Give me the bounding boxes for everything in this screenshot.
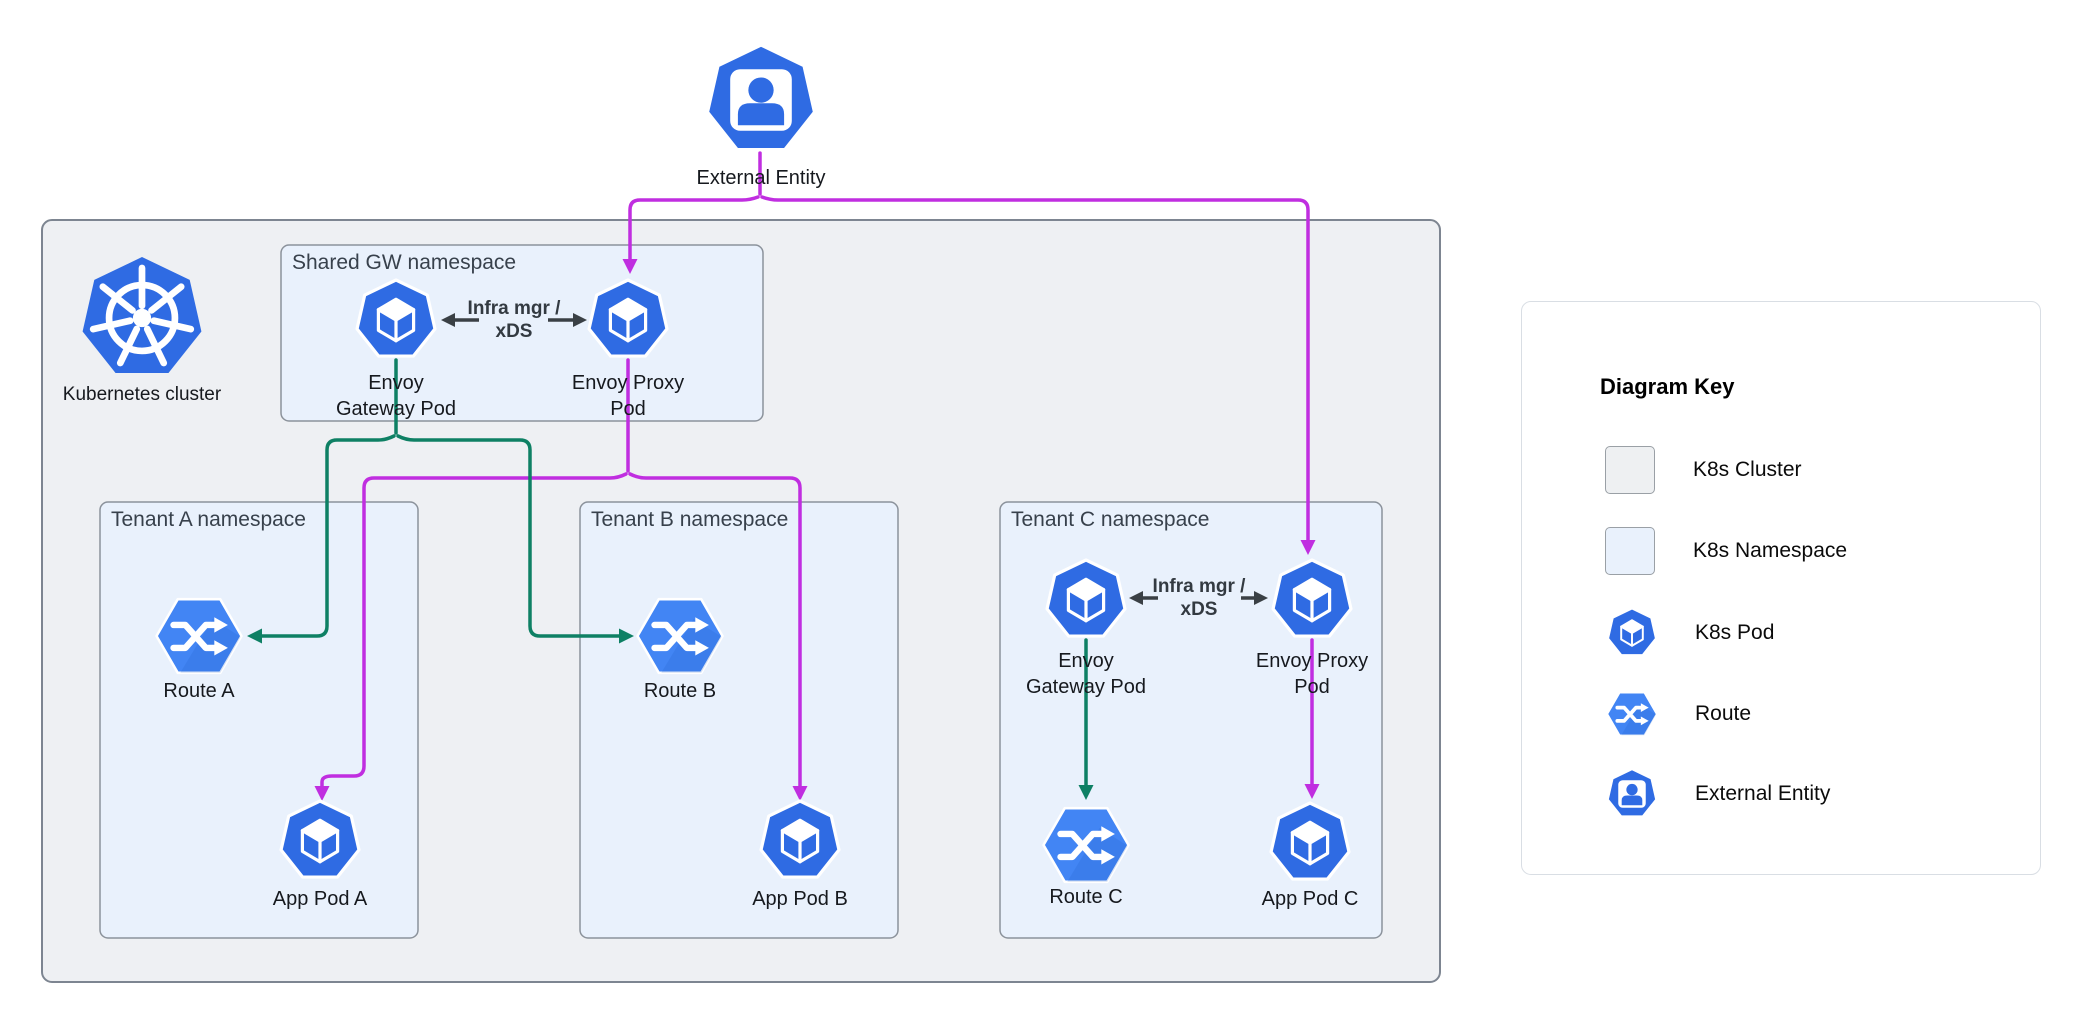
tenant-b-namespace-box: [579, 501, 899, 939]
diagram-key-title: Diagram Key: [1600, 374, 1735, 399]
envoy-gateway-pod-tenant-c-label-line1: Envoy: [1058, 650, 1114, 672]
key-label-k8s-pod: K8s Pod: [1695, 621, 1775, 644]
shared-infra-label-line2: xDS: [496, 321, 533, 342]
route-c-label: Route C: [1049, 886, 1122, 908]
envoy-proxy-pod-shared-icon: [589, 280, 667, 356]
envoy-proxy-pod-tenant-c-label-line2: Pod: [1294, 676, 1330, 698]
arrowhead-to-app-pod-c: [1304, 784, 1320, 799]
app-pod-b-icon: [761, 801, 839, 877]
infra-arrowheads: [441, 313, 1268, 605]
arrowhead-to-route-b: [619, 628, 634, 644]
traffic-edges: [320, 151, 1314, 788]
arrowhead-to-tenant-c-proxy: [1300, 540, 1316, 555]
tenant-c-infra-label-line2: xDS: [1181, 599, 1218, 620]
edge-external-to-shared-proxy: [628, 195, 760, 261]
envoy-proxy-pod-tenant-c-icon: [1273, 560, 1351, 636]
infra-arrows: [455, 318, 1254, 600]
key-label-route: Route: [1695, 702, 1752, 725]
route-icon: [1605, 690, 1659, 738]
shared-infra-label-line1: Infra mgr /: [468, 298, 562, 319]
envoy-gateway-pod-shared-label-line2: Gateway Pod: [336, 398, 456, 420]
shared-infra-arrowhead-left: [441, 313, 455, 327]
envoy-gateway-pod-tenant-c-icon: [1047, 560, 1125, 636]
tenant-c-infra-arrowhead-left: [1129, 591, 1143, 605]
envoy-gateway-pod-shared-icon: [357, 280, 435, 356]
envoy-gateway-pod-tenant-c-label-line2: Gateway Pod: [1026, 676, 1146, 698]
edge-shared-gw-to-route-a: [260, 434, 396, 638]
shared-infra-arrowhead-right: [573, 313, 587, 327]
route-b-label: Route B: [644, 680, 716, 702]
key-row-k8s-namespace: K8s Namespace: [1605, 524, 1847, 578]
app-pod-c-label: App Pod C: [1262, 888, 1359, 910]
tenant-c-namespace-label: Tenant C namespace: [1011, 508, 1209, 531]
key-row-external-entity: External Entity: [1605, 767, 1830, 821]
tenant-b-namespace-label: Tenant B namespace: [591, 508, 788, 531]
edge-external-to-tenant-c-proxy: [760, 195, 1310, 542]
arrowhead-to-app-pod-a: [314, 786, 330, 801]
app-pod-c-icon: [1271, 803, 1349, 879]
key-label-k8s-namespace: K8s Namespace: [1693, 539, 1848, 562]
tenant-c-infra-arrowhead-right: [1254, 591, 1268, 605]
arrowhead-to-shared-proxy: [622, 259, 638, 274]
diagram-key: Diagram Key K8s Cluster K8s Namespace K8…: [1521, 301, 2041, 875]
route-a-label: Route A: [163, 680, 235, 702]
control-arrowheads: [247, 628, 1094, 800]
shared-gw-namespace-label: Shared GW namespace: [292, 251, 516, 274]
edge-shared-gw-to-route-b: [396, 434, 621, 638]
key-row-route: Route: [1605, 687, 1751, 741]
envoy-gateway-pod-shared-label-line1: Envoy: [368, 372, 424, 394]
edge-shared-proxy-to-app-pod-a: [320, 472, 628, 788]
k8s-cluster-swatch: [1605, 446, 1655, 494]
envoy-proxy-pod-shared-label-line2: Pod: [610, 398, 646, 420]
key-label-external-entity: External Entity: [1695, 782, 1831, 805]
pod-icon: [1605, 606, 1659, 660]
key-row-k8s-cluster: K8s Cluster: [1605, 443, 1802, 497]
external-entity-icon: [707, 45, 814, 150]
tenant-c-infra-label-line1: Infra mgr /: [1153, 576, 1247, 597]
kubernetes-cluster-label: Kubernetes cluster: [63, 384, 222, 405]
envoy-proxy-pod-shared-label-line1: Envoy Proxy: [572, 372, 684, 394]
envoy-proxy-pod-tenant-c-label-line1: Envoy Proxy: [1256, 650, 1368, 672]
arrowhead-to-route-a: [247, 628, 262, 644]
arrowhead-to-app-pod-b: [792, 786, 808, 801]
app-pod-b-label: App Pod B: [752, 888, 848, 910]
key-row-k8s-pod: K8s Pod: [1605, 606, 1774, 660]
tenant-a-namespace-box: [99, 501, 419, 939]
key-label-k8s-cluster: K8s Cluster: [1693, 458, 1802, 481]
edge-shared-proxy-to-app-pod-b: [628, 472, 802, 788]
app-pod-a-label: App Pod A: [273, 888, 368, 910]
k8s-namespace-swatch: [1605, 527, 1655, 575]
external-entity-label: External Entity: [697, 167, 826, 189]
tenant-a-namespace-label: Tenant A namespace: [111, 508, 306, 531]
app-pod-a-icon: [281, 801, 359, 877]
external-entity-icon: [1605, 767, 1659, 821]
control-edges: [260, 358, 1088, 787]
arrowhead-to-route-c: [1078, 785, 1094, 800]
traffic-arrowheads: [314, 259, 1320, 801]
